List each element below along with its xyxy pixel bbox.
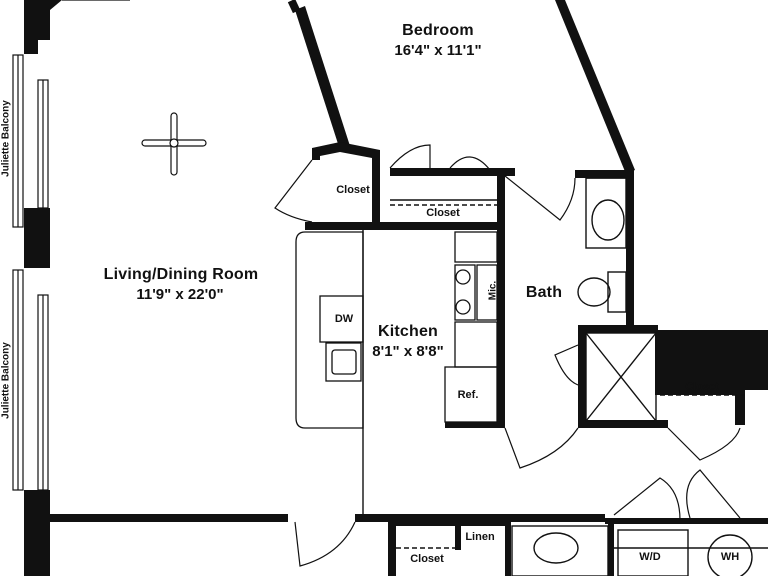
balcony-label-lower: Juliette Balcony — [0, 342, 12, 419]
microwave-label: Mic. — [487, 280, 499, 301]
balcony-label-upper: Juliette Balcony — [0, 100, 12, 177]
closet-label-hall: Closet — [426, 207, 460, 219]
linen-label: Linen — [465, 531, 495, 543]
water-heater-label: WH — [720, 551, 740, 563]
ceiling-fan-icon — [141, 112, 207, 176]
refrigerator-label: Ref. — [457, 389, 479, 401]
kitchen-name: Kitchen — [377, 323, 439, 340]
bath-fixtures — [511, 177, 753, 576]
interior-walls — [305, 142, 768, 576]
washer-dryer-label: W/D — [639, 551, 661, 563]
living-room-name: Living/Dining Room — [103, 266, 259, 283]
balcony-windows — [12, 0, 130, 491]
closet-label-linen-area: Closet — [410, 553, 444, 565]
door-swings — [274, 144, 741, 567]
bath-name: Bath — [525, 284, 563, 301]
kitchen-counter — [295, 231, 498, 429]
kitchen-dims: 8'1" x 8'8" — [372, 343, 444, 360]
bedroom-name: Bedroom — [402, 22, 474, 39]
bedroom-dims: 16'4" x 11'1" — [394, 42, 482, 59]
living-room-dims: 11'9" x 22'0" — [136, 286, 224, 303]
dishwasher-label: DW — [334, 313, 354, 325]
closet-label-bedroom: Closet — [336, 184, 370, 196]
closet-label-bath: Closet — [685, 381, 719, 393]
exterior-walls — [24, 0, 768, 576]
